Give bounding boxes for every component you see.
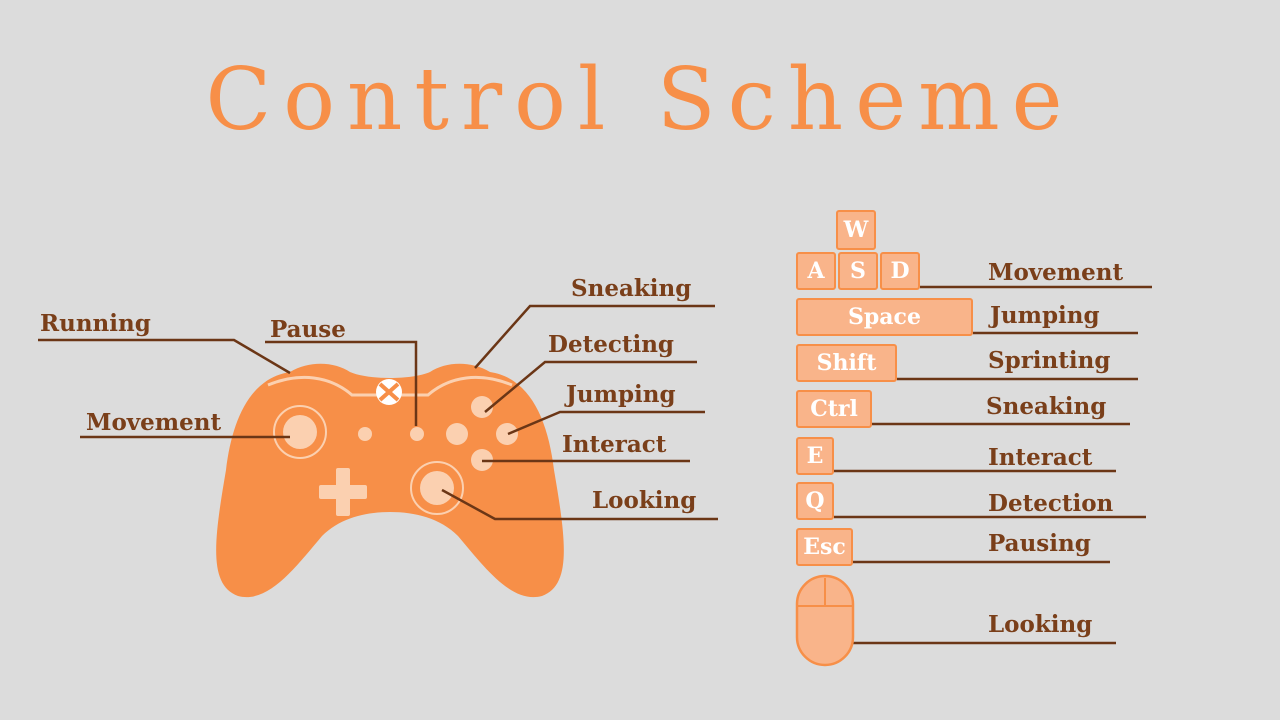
face-button-x-icon	[446, 423, 468, 445]
keyboard-label-jumping: Jumping	[990, 302, 1100, 329]
controller-label-jumping: Jumping	[566, 381, 676, 408]
mouse-icon	[795, 574, 855, 667]
dpad-icon	[319, 468, 367, 516]
keyboard-label-movement: Movement	[988, 259, 1124, 286]
controller-label-pause: Pause	[270, 316, 346, 343]
page-title: Control Scheme	[205, 50, 1075, 150]
key-e: E	[796, 437, 834, 475]
key-a: A	[796, 252, 836, 290]
key-w: W	[836, 210, 876, 250]
key-space: Space	[796, 298, 973, 336]
keyboard-label-interact: Interact	[988, 444, 1093, 471]
face-button-y-icon	[471, 396, 493, 418]
key-esc: Esc	[796, 528, 853, 566]
keyboard-label-pausing: Pausing	[988, 530, 1091, 557]
controller-label-sneaking: Sneaking	[571, 275, 692, 302]
key-ctrl: Ctrl	[796, 390, 872, 428]
controller-label-detecting: Detecting	[548, 331, 675, 358]
key-q: Q	[796, 482, 834, 520]
keyboard-label-sneaking: Sneaking	[986, 393, 1107, 420]
key-d: D	[880, 252, 920, 290]
left-stick-icon	[273, 405, 327, 459]
right-stick-icon	[410, 461, 464, 515]
view-button-icon	[358, 427, 372, 441]
controller-label-running: Running	[40, 310, 151, 337]
key-s: S	[838, 252, 878, 290]
face-button-b-icon	[496, 423, 518, 445]
key-shift: Shift	[796, 344, 897, 382]
xbox-logo-icon	[376, 379, 402, 405]
keyboard-label-detection: Detection	[988, 490, 1114, 517]
keyboard-label-looking: Looking	[988, 611, 1093, 638]
controller-label-movement: Movement	[86, 409, 222, 436]
menu-button-icon	[410, 427, 424, 441]
controller-label-interact: Interact	[562, 431, 667, 458]
keyboard-label-sprinting: Sprinting	[988, 347, 1111, 374]
controller-label-looking: Looking	[592, 487, 697, 514]
